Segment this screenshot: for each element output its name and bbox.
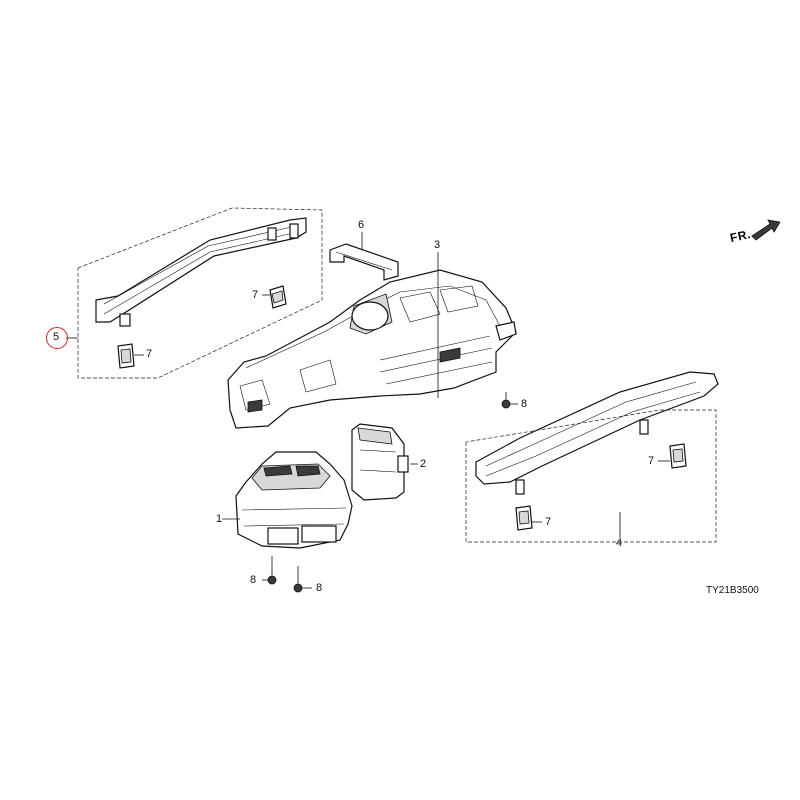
switch-assembly-part-1 bbox=[235, 451, 353, 549]
clip-part-7-lower bbox=[117, 343, 135, 369]
callout-7-right-lower[interactable]: 7 bbox=[545, 516, 552, 528]
module-part-2 bbox=[351, 423, 409, 501]
callout-7-right-upper[interactable]: 7 bbox=[648, 455, 655, 467]
callout-7-upper[interactable]: 7 bbox=[252, 289, 259, 301]
callout-2[interactable]: 2 bbox=[420, 458, 427, 470]
screw-part-8-left bbox=[267, 556, 277, 585]
callout-8-left[interactable]: 8 bbox=[250, 574, 257, 586]
highlight-ring bbox=[46, 327, 68, 349]
group-outline-4 bbox=[465, 409, 717, 543]
screw-part-8-upper bbox=[501, 392, 511, 409]
group-outline-5 bbox=[77, 207, 323, 379]
callout-8-right[interactable]: 8 bbox=[316, 582, 323, 594]
callout-7-lower[interactable]: 7 bbox=[146, 348, 153, 360]
callout-6[interactable]: 6 bbox=[358, 219, 365, 231]
clip-part-7-upper bbox=[269, 285, 287, 309]
console-body-part-3 bbox=[227, 269, 517, 429]
screw-part-8-right bbox=[293, 566, 303, 593]
clip-part-7-right-upper bbox=[669, 443, 687, 469]
callout-4[interactable]: 4 bbox=[616, 537, 623, 549]
callout-1[interactable]: 1 bbox=[216, 513, 223, 525]
front-arrow-icon bbox=[751, 219, 781, 241]
callout-5[interactable]: 5 bbox=[53, 331, 60, 343]
callout-8-upper[interactable]: 8 bbox=[521, 398, 528, 410]
clip-part-7-right-lower bbox=[515, 505, 533, 531]
bracket-part-6 bbox=[329, 243, 399, 281]
reference-code: TY21B3500 bbox=[706, 585, 759, 596]
side-trim-part-4 bbox=[475, 371, 719, 495]
callout-3[interactable]: 3 bbox=[434, 239, 441, 251]
rail-trim-part-5 bbox=[95, 217, 307, 327]
